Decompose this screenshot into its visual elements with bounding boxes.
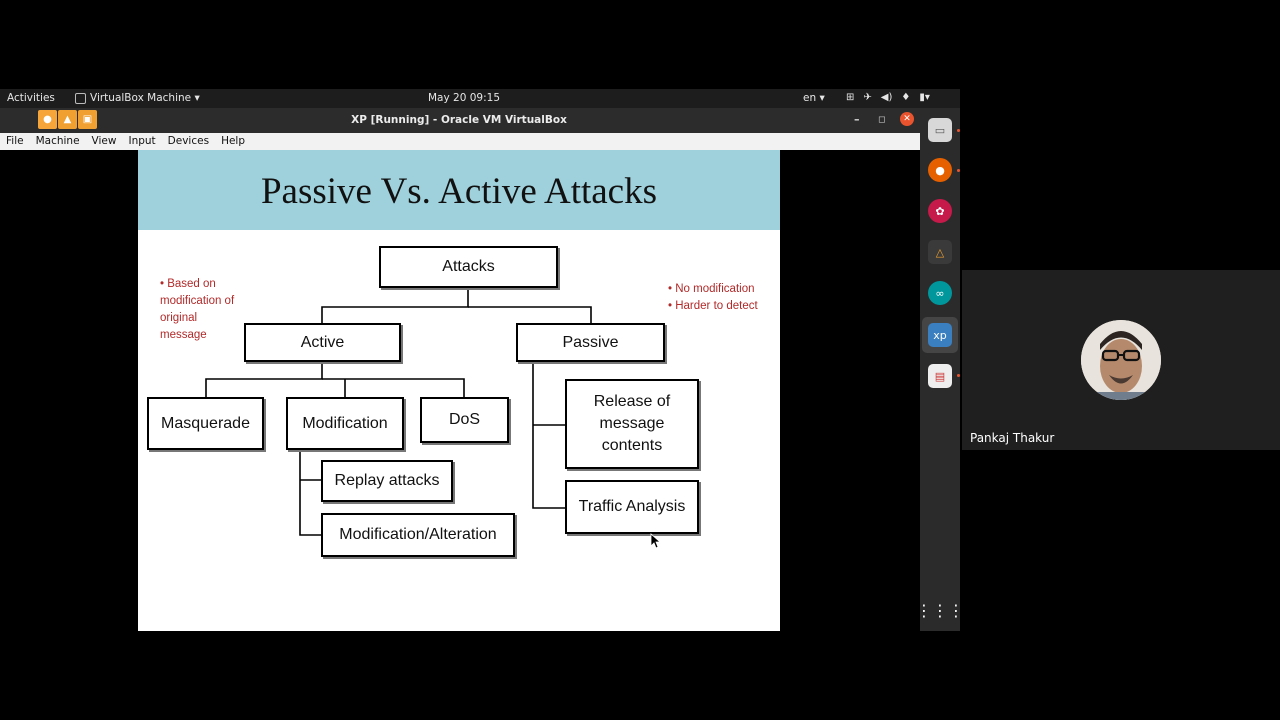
running-indicator — [957, 374, 960, 377]
passive-note: • No modification • Harder to detect — [668, 281, 758, 315]
participant-video — [1081, 320, 1161, 400]
active-note-line: message — [160, 329, 207, 341]
active-note-line: modification of — [160, 295, 235, 307]
node-attacks: Attacks — [379, 246, 558, 288]
screen-icon[interactable]: ▣ — [78, 110, 97, 129]
running-indicator — [957, 129, 960, 132]
slide-header — [138, 150, 780, 230]
firefox-icon[interactable]: ● — [38, 110, 57, 129]
menu-view[interactable]: View — [91, 135, 117, 147]
virtualbox-xp-icon[interactable]: xp — [928, 323, 952, 347]
airplane-icon[interactable]: ✈ — [863, 92, 872, 103]
node-passive: Passive — [516, 323, 665, 362]
node-replay-attacks: Replay attacks — [321, 460, 453, 502]
app-menu-label: VirtualBox Machine ▾ — [90, 92, 200, 104]
volume-icon[interactable]: ◀) — [880, 92, 893, 103]
active-note: • Based on modification of original mess… — [160, 276, 234, 344]
virtualbox-title-bar: ● ▲ ▣ XP [Running] - Oracle VM VirtualBo… — [0, 108, 920, 133]
battery-icon[interactable]: ▮▾ — [919, 92, 930, 103]
virtualbox-app-icon — [75, 92, 86, 104]
video-call-tile[interactable]: Pankaj Thakur — [962, 270, 1280, 450]
release-line: contents — [601, 437, 663, 454]
activities-button[interactable]: Activities — [7, 92, 55, 104]
participant-name: Pankaj Thakur — [970, 431, 1055, 445]
system-tray[interactable]: ⊞ ✈ ◀) ♦ ▮▾ — [846, 92, 930, 103]
node-modification: Modification — [286, 397, 404, 450]
node-traffic-analysis: Traffic Analysis — [565, 480, 699, 534]
ubuntu-dock: ▭ ● ✿ △ ∞ xp ▤ ⋮⋮⋮ — [916, 108, 964, 631]
node-dos: DoS — [420, 397, 509, 443]
window-title: XP [Running] - Oracle VM VirtualBox — [351, 114, 567, 126]
presentation-slide: Passive Vs. Active Attacks • Based on mo — [138, 150, 780, 631]
close-icon[interactable]: ✕ — [900, 112, 914, 126]
files-icon[interactable]: ▭ — [928, 118, 952, 142]
geogebra-icon[interactable]: △ — [928, 240, 952, 264]
maximize-icon[interactable]: ◻ — [878, 115, 886, 125]
network-icon[interactable]: ⊞ — [846, 92, 855, 103]
show-apps-grid-icon[interactable]: ⋮⋮⋮ — [916, 600, 964, 620]
menu-help[interactable]: Help — [221, 135, 246, 147]
menu-file[interactable]: File — [6, 135, 24, 147]
node-modification-alteration: Modification/Alteration — [321, 513, 515, 557]
release-line: message — [599, 415, 665, 432]
menu-devices[interactable]: Devices — [167, 135, 210, 147]
title-toolbar: ● ▲ ▣ — [38, 110, 97, 129]
mouse-cursor-icon — [650, 533, 662, 549]
clock[interactable]: May 20 09:15 — [428, 92, 501, 104]
raspberry-icon[interactable]: ✿ — [928, 199, 952, 223]
notification-icon[interactable]: ▲ — [58, 110, 77, 129]
firefox-icon[interactable]: ● — [928, 158, 952, 182]
node-masquerade: Masquerade — [147, 397, 264, 450]
virtualbox-menubar: File Machine View Input Devices Help — [0, 133, 920, 150]
microphone-icon[interactable]: ♦ — [901, 92, 911, 103]
gnome-top-bar: Activities VirtualBox Machine ▾ May 20 0… — [0, 89, 960, 108]
active-note-line: • Based on — [160, 278, 216, 290]
passive-note-line: • Harder to detect — [668, 300, 758, 312]
document-viewer-icon[interactable]: ▤ — [928, 364, 952, 388]
tree-connectors — [205, 288, 592, 536]
menu-machine[interactable]: Machine — [35, 135, 80, 147]
node-active: Active — [244, 323, 401, 362]
participant-face-icon — [1081, 320, 1161, 400]
active-note-line: original — [160, 312, 198, 324]
menu-input[interactable]: Input — [128, 135, 156, 147]
running-indicator — [957, 169, 960, 172]
release-line: Release of — [593, 393, 671, 410]
node-release-of-message-contents: Release of message contents — [565, 379, 699, 469]
minimize-icon[interactable]: – — [854, 113, 860, 126]
app-menu[interactable]: VirtualBox Machine ▾ — [75, 92, 200, 104]
passive-note-line: • No modification — [668, 283, 755, 295]
language-indicator[interactable]: en ▾ — [803, 92, 825, 104]
slide-title: Passive Vs. Active Attacks — [260, 171, 657, 212]
arduino-icon[interactable]: ∞ — [928, 281, 952, 305]
